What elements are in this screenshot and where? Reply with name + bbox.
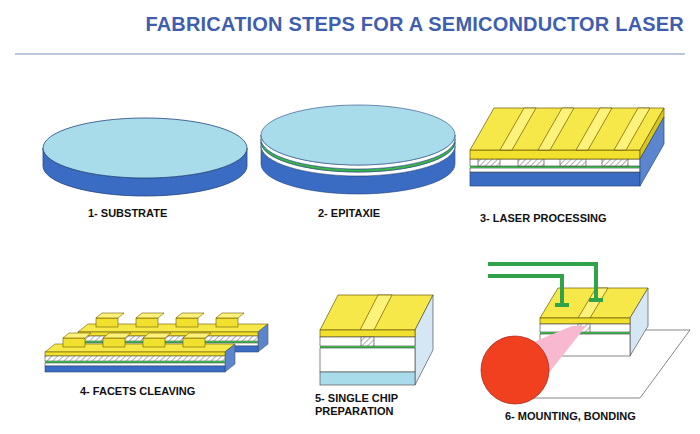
laser-bars-part-part	[136, 313, 164, 318]
processed-wafer-part	[470, 159, 640, 166]
laser-bars-part-part	[96, 318, 118, 327]
laser-bars-part-part	[176, 313, 204, 318]
laser-bars-part-part	[103, 338, 125, 347]
mounted-chip-part	[481, 336, 549, 404]
processed-wafer-part	[640, 117, 664, 186]
processed-wafer-part	[500, 108, 536, 150]
laser-bars-part	[45, 363, 225, 366]
laser-bars-part-part	[216, 313, 244, 318]
laser-bars-part-part	[143, 333, 171, 338]
laser-bars-part	[258, 324, 268, 352]
step-caption: 6- MOUNTING, BONDING	[505, 410, 636, 423]
laser-bars-part-part	[143, 338, 165, 347]
laser-bars-part-part	[216, 318, 238, 327]
single-chip-part	[360, 295, 392, 330]
single-chip-part	[320, 330, 415, 337]
laser-bars-part-part	[183, 333, 211, 338]
mounted-chip	[481, 264, 690, 404]
single-chip	[320, 295, 433, 385]
step-caption: 5- SINGLE CHIP PREPARATION	[315, 392, 423, 418]
processed-wafer-part	[538, 108, 574, 150]
mounted-chip-part	[488, 276, 562, 305]
epitaxy-wafer-part	[261, 105, 455, 165]
processed-wafer-part	[470, 168, 640, 172]
laser-bars-part-part	[183, 338, 205, 347]
mounted-chip-part	[540, 324, 630, 332]
single-chip-part	[361, 337, 374, 346]
laser-bars-part	[225, 344, 235, 372]
step-caption: 3- LASER PROCESSING	[480, 212, 607, 225]
title-rule	[15, 53, 685, 54]
step-caption: 1- SUBSTRATE	[88, 207, 167, 220]
laser-bars-part-part	[63, 333, 91, 338]
laser-bars-part-part	[176, 318, 198, 327]
single-chip-part	[320, 337, 415, 346]
substrate-wafer	[43, 118, 247, 196]
step-caption: 2- EPITAXIE	[318, 207, 380, 220]
laser-bars	[45, 313, 268, 372]
laser-bars-part-part	[63, 338, 85, 347]
processed-wafer-part	[602, 159, 628, 166]
single-chip-part	[415, 295, 433, 385]
processed-wafer-part	[470, 172, 640, 186]
processed-wafer-part	[478, 159, 500, 166]
processed-wafer-part	[614, 108, 650, 150]
processed-wafer-part	[470, 150, 640, 159]
laser-bars-part	[63, 333, 211, 347]
laser-bars-part	[45, 356, 225, 361]
single-chip-part	[320, 372, 415, 385]
laser-bars-part-part	[103, 333, 131, 338]
laser-bars-part	[96, 313, 244, 327]
mounted-chip-part	[630, 288, 648, 356]
processed-wafer-part	[560, 159, 586, 166]
mounted-chip-part	[555, 303, 569, 307]
single-chip-part	[320, 295, 433, 330]
mounted-chip-part	[540, 318, 630, 324]
mounted-chip-part	[488, 264, 596, 300]
substrate-wafer-part	[43, 118, 247, 178]
mounted-chip-part	[589, 298, 603, 302]
laser-bars-part-part	[136, 318, 158, 327]
laser-bars-part	[45, 352, 225, 356]
processed-wafer	[470, 108, 664, 186]
epitaxy-wafer	[261, 105, 455, 194]
processed-wafer-part	[576, 108, 612, 150]
laser-bars-part-part	[96, 313, 124, 318]
laser-bars-part	[45, 366, 225, 372]
step-caption: 4- FACETS CLEAVING	[80, 385, 195, 398]
processed-wafer-part	[470, 108, 664, 150]
page-title: FABRICATION STEPS FOR A SEMICONDUCTOR LA…	[145, 13, 684, 36]
single-chip-part	[320, 348, 415, 372]
mounted-chip-part	[578, 288, 608, 318]
processed-wafer-part	[518, 159, 544, 166]
